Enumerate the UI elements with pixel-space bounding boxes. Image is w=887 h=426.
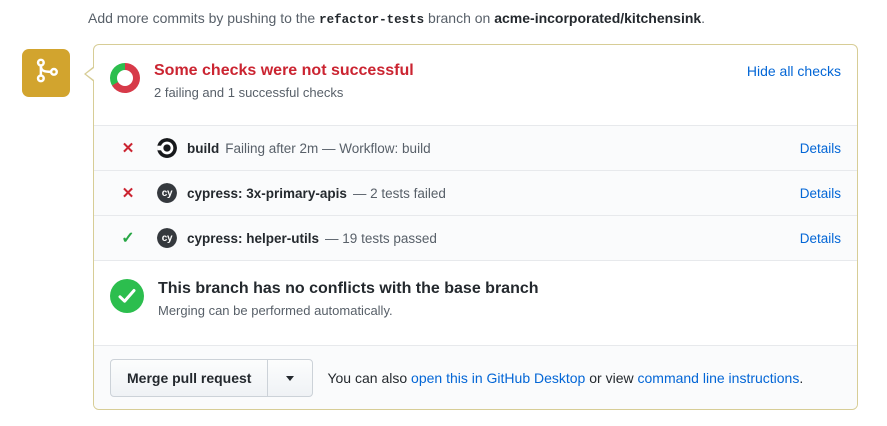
cypress-icon: cy <box>157 183 177 203</box>
checks-summary-subtitle: 2 failing and 1 successful checks <box>154 85 344 100</box>
alt-text-suffix: . <box>799 369 804 386</box>
branch-name: refactor-tests <box>319 13 425 27</box>
cypress-icon-label: cy <box>161 232 173 244</box>
check-row-cypress-primary-apis: ✕ cy cypress: 3x-primary-apis — 2 tests … <box>94 170 857 215</box>
merge-options-dropdown-button[interactable] <box>267 358 314 397</box>
merge-status-badge <box>22 49 70 97</box>
github-desktop-link[interactable]: open this in GitHub Desktop <box>411 369 586 386</box>
cypress-icon: cy <box>157 228 177 248</box>
alt-text-middle: or view <box>589 369 634 386</box>
check-row-cypress-helper-utils: ✓ cy cypress: helper-utils — 19 tests pa… <box>94 215 857 260</box>
merge-pull-request-button[interactable]: Merge pull request <box>110 358 269 397</box>
git-merge-icon <box>33 57 60 89</box>
check-description: Failing after 2m — Workflow: build <box>225 140 431 156</box>
chevron-down-icon <box>286 375 295 385</box>
push-note-middle: branch on <box>428 10 491 26</box>
check-name: build <box>187 140 220 156</box>
hide-all-checks-link[interactable]: Hide all checks <box>746 63 841 79</box>
cypress-icon-label: cy <box>161 187 173 199</box>
push-note-suffix: . <box>701 10 706 26</box>
merge-box-notch <box>84 66 94 82</box>
check-row-build: ✕ build Failing after 2m — Workflow: bui… <box>94 125 857 170</box>
mergeability-title: This branch has no conflicts with the ba… <box>158 280 539 297</box>
check-name: cypress: 3x-primary-apis <box>187 185 347 201</box>
push-note-prefix: Add more commits by pushing to the <box>88 10 316 26</box>
command-line-instructions-link[interactable]: command line instructions <box>637 369 800 386</box>
merge-actions-section: Merge pull request You can also open thi… <box>94 345 857 409</box>
check-description: — 2 tests failed <box>352 185 446 201</box>
merge-box: Some checks were not successful 2 failin… <box>84 44 858 410</box>
merge-alt-text: You can also open this in GitHub Desktop… <box>327 368 803 388</box>
mergeability-subtitle: Merging can be performed automatically. <box>158 303 393 318</box>
x-icon: ✕ <box>121 185 135 202</box>
push-note: Add more commits by pushing to the refac… <box>88 8 705 30</box>
circleci-icon <box>157 138 177 158</box>
checks-donut-icon <box>110 63 140 93</box>
check-circle-icon <box>110 279 144 318</box>
check-icon: ✓ <box>121 230 135 247</box>
mergeability-section: This branch has no conflicts with the ba… <box>94 260 857 345</box>
merge-button-group: Merge pull request <box>110 358 314 397</box>
alt-text-prefix: You can also <box>327 369 408 386</box>
details-link[interactable]: Details <box>799 185 841 201</box>
details-link[interactable]: Details <box>799 140 841 156</box>
x-icon: ✕ <box>121 140 135 157</box>
repo-name: acme-incorporated/kitchensink <box>494 10 702 26</box>
checks-summary-title: Some checks were not successful <box>154 62 414 79</box>
check-name: cypress: helper-utils <box>187 230 320 246</box>
checks-summary-header: Some checks were not successful 2 failin… <box>94 45 857 125</box>
check-description: — 19 tests passed <box>325 230 437 246</box>
details-link[interactable]: Details <box>799 230 841 246</box>
checks-list: ✕ build Failing after 2m — Workflow: bui… <box>94 125 857 260</box>
